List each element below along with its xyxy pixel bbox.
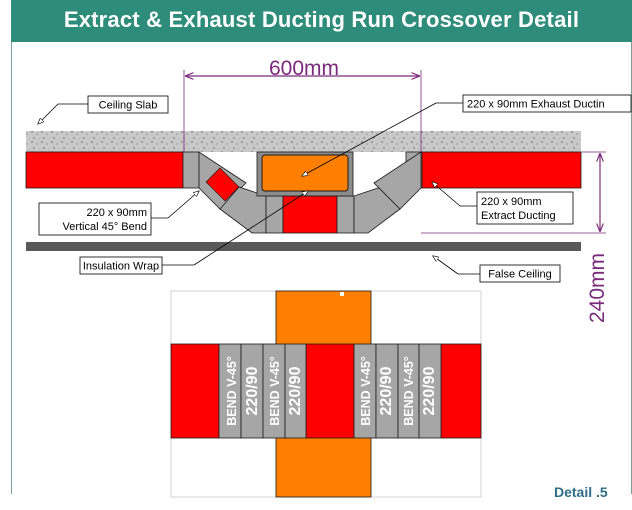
dimension-height-label: 240mm: [586, 253, 609, 323]
leader-arrow-insulation-wrap: [193, 191, 308, 266]
leader-arrow-extract-ducting: [432, 182, 461, 207]
callout-box-ceiling-slab: [87, 95, 169, 114]
plan-bend-label-2-line2: 220/90: [287, 366, 304, 415]
duct-joint-left: [182, 151, 200, 189]
exhaust-duct-section: [261, 154, 349, 192]
plan-extract-duct-left: [170, 343, 220, 439]
plan-bend-label-4-line2: 220/90: [421, 366, 438, 415]
plan-bend-2: BEND V-45° 220/90: [262, 343, 307, 439]
plan-bend-label-3-line2: 220/90: [378, 366, 395, 415]
title-bar: Extract & Exhaust Ducting Run Crossover …: [11, 0, 632, 42]
leader-arrow-ceiling-slab: [38, 103, 59, 124]
callout-text-vertical-bend-line1: 220 x 90mm: [86, 207, 147, 219]
callout-ceiling-slab: Ceiling Slab: [38, 95, 169, 124]
callout-text-ceiling-slab: Ceiling Slab: [99, 100, 158, 112]
detail-label: Detail .5: [554, 484, 608, 500]
extract-duct-left: [25, 151, 185, 189]
callout-extract-ducting: 220 x 90mm Extract Ducting: [432, 182, 574, 225]
callout-box-exhaust-ducting: [462, 94, 632, 113]
leader-arrow-exhaust-ducting: [302, 102, 437, 176]
leader-arrow-vertical-bend: [167, 191, 199, 219]
plan-bend-label-1-line2: 220/90: [244, 366, 261, 415]
callout-text-false-ceiling: False Ceiling: [488, 269, 552, 281]
callout-text-extract-ducting-line2: Extract Ducting: [481, 210, 556, 222]
callout-text-extract-ducting-line1: 220 x 90mm: [481, 196, 542, 208]
plan-bend-4: BEND V-45° 220/90: [397, 343, 442, 439]
callout-text-insulation-wrap: Insulation Wrap: [83, 261, 159, 273]
plan-bend-1: BEND V-45° 220/90: [218, 343, 264, 439]
plan-bend-3: BEND V-45° 220/90: [353, 343, 399, 439]
bend-insert-left: [205, 167, 240, 202]
plan-bend-label-3-line1: BEND V-45°: [359, 356, 373, 426]
plan-bend-label-4-line1: BEND V-45°: [402, 356, 416, 426]
plan-bend-label-1-line1: BEND V-45°: [225, 356, 239, 426]
callout-box-extract-ducting: [476, 191, 574, 225]
duct-joint-centre-left: [265, 195, 284, 234]
callout-exhaust-ducting: 220 x 90mm Exhaust Ductin: [302, 94, 632, 176]
plan-bend-label-2-line1: BEND V-45°: [268, 356, 282, 426]
plan-bend-body-2b: [284, 343, 307, 439]
leader-arrow-false-ceiling: [433, 256, 459, 275]
plan-bend-body-4b: [418, 343, 442, 439]
page-title: Extract & Exhaust Ducting Run Crossover …: [63, 7, 580, 32]
frame-left-border: [11, 42, 12, 494]
callout-text-vertical-bend-line2: Vertical 45° Bend: [62, 221, 147, 233]
extract-duct-right: [420, 151, 582, 189]
plan-extract-duct-right: [440, 343, 482, 439]
callout-box-vertical-bend: [38, 202, 152, 236]
dimension-width-label: 600mm: [269, 57, 339, 80]
callout-box-false-ceiling: [479, 264, 561, 283]
callout-box-insulation-wrap: [79, 256, 163, 275]
callout-vertical-bend: 220 x 90mm Vertical 45° Bend: [38, 191, 199, 236]
callout-false-ceiling: False Ceiling: [433, 256, 561, 283]
plan-view: BEND V-45° 220/90 BEND V-45° 220/90 BEND…: [170, 290, 482, 498]
plan-extract-duct-centre: [305, 343, 355, 439]
callout-text-exhaust-ducting: 220 x 90mm Exhaust Ductin: [467, 99, 605, 111]
false-ceiling: [26, 242, 581, 251]
ceiling-slab: [26, 131, 581, 152]
bend-lower-right: [353, 186, 401, 234]
callout-insulation-wrap: Insulation Wrap: [79, 191, 308, 275]
plan-centre-mark: [340, 292, 344, 296]
duct-joint-centre-right: [336, 195, 355, 234]
bend-upper-right: [373, 151, 422, 210]
